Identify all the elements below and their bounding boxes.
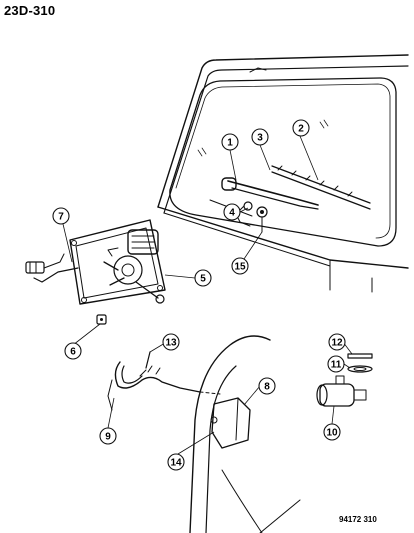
motor-connector-part xyxy=(25,253,79,283)
washer-hose-part xyxy=(107,351,221,411)
svg-text:15: 15 xyxy=(234,262,246,273)
callout-11: 11 xyxy=(327,355,345,373)
svg-text:4: 4 xyxy=(229,208,235,219)
grommet-part xyxy=(347,365,373,373)
filter-screen-part xyxy=(347,353,373,359)
svg-text:14: 14 xyxy=(170,458,182,469)
callout-10: 10 xyxy=(323,423,341,441)
svg-text:6: 6 xyxy=(70,347,76,358)
rear-glass xyxy=(169,77,397,247)
svg-text:9: 9 xyxy=(105,432,111,443)
page-code: 23D-310 xyxy=(4,3,56,18)
callout-1: 1 xyxy=(221,133,239,151)
leader-lines xyxy=(62,135,353,455)
svg-text:13: 13 xyxy=(165,338,177,349)
callout-7: 7 xyxy=(52,207,70,225)
svg-text:2: 2 xyxy=(298,124,304,135)
callout-15: 15 xyxy=(231,257,249,275)
callout-6: 6 xyxy=(64,342,82,360)
svg-text:10: 10 xyxy=(326,428,338,439)
figure-code: 94172 310 xyxy=(339,515,377,524)
liftgate xyxy=(157,54,409,293)
callout-4: 4 xyxy=(223,203,241,221)
motor-bracket-part xyxy=(69,219,166,305)
wiper-arm-part xyxy=(221,177,319,210)
callout-5: 5 xyxy=(194,269,212,287)
callout-14: 14 xyxy=(167,453,185,471)
washer-pump-part xyxy=(316,375,367,407)
callout-13: 13 xyxy=(162,333,180,351)
callout-8: 8 xyxy=(258,377,276,395)
svg-text:12: 12 xyxy=(331,338,343,349)
svg-text:8: 8 xyxy=(264,382,270,393)
washer-reservoir-part xyxy=(210,397,251,449)
svg-text:5: 5 xyxy=(200,274,206,285)
svg-text:3: 3 xyxy=(257,133,263,144)
callout-3: 3 xyxy=(251,128,269,146)
wiper-motor-part xyxy=(103,229,165,304)
callout-12: 12 xyxy=(328,333,346,351)
body-panel xyxy=(189,335,301,533)
svg-text:7: 7 xyxy=(58,212,64,223)
wiper-blade-part xyxy=(271,165,371,210)
svg-text:1: 1 xyxy=(227,138,233,149)
callout-2: 2 xyxy=(292,119,310,137)
callout-9: 9 xyxy=(99,427,117,445)
svg-text:11: 11 xyxy=(331,360,342,371)
wiper-pivot-part xyxy=(235,201,268,233)
nut-part xyxy=(96,314,107,325)
